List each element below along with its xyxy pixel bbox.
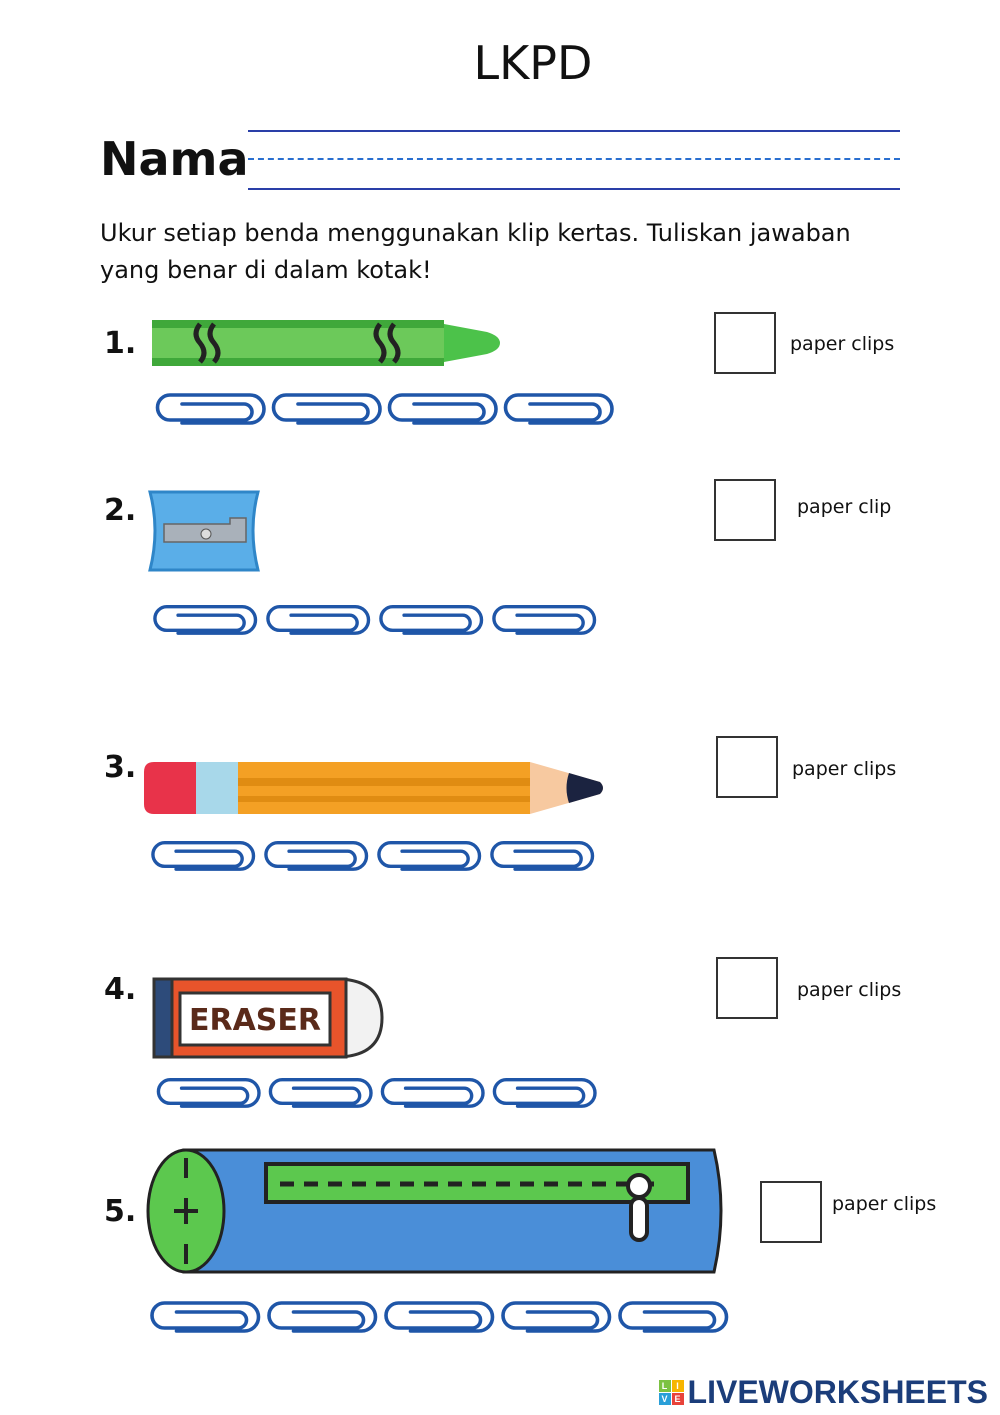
paper-clip-row	[155, 393, 614, 425]
sharpener-image	[148, 490, 260, 572]
name-line-bottom	[248, 188, 900, 190]
logo-text: LIVEWORKSHEETS	[687, 1374, 988, 1410]
name-input[interactable]	[248, 158, 900, 160]
name-label: Nama	[100, 132, 249, 186]
crayon-image	[152, 320, 500, 366]
item-number: 5.	[104, 1194, 137, 1229]
unit-label: paper clips	[832, 1193, 937, 1215]
item-number: 4.	[104, 972, 137, 1007]
eraser-label: ERASER	[189, 1003, 321, 1038]
instructions: Ukur setiap benda menggunakan klip kerta…	[100, 219, 851, 284]
item-number: 1.	[104, 326, 137, 361]
eraser-image: ERASER	[152, 977, 384, 1059]
pencil-image	[144, 762, 603, 814]
unit-label: paper clips	[790, 333, 895, 355]
name-line-top	[248, 130, 900, 132]
paper-clip-row	[153, 604, 597, 635]
item-number: 2.	[104, 493, 137, 528]
answer-box-2[interactable]	[714, 479, 776, 541]
answer-box-5[interactable]	[760, 1181, 822, 1243]
unit-label: paper clips	[797, 979, 902, 1001]
paper-clip-row	[150, 1301, 729, 1333]
page-title: LKPD	[473, 36, 593, 90]
item-number: 3.	[104, 750, 137, 785]
answer-box-1[interactable]	[714, 312, 776, 374]
unit-label: paper clip	[797, 496, 892, 518]
paper-clip-row	[151, 840, 595, 871]
answer-box-3[interactable]	[716, 736, 778, 798]
paper-clip-row	[156, 1077, 597, 1108]
unit-label: paper clips	[792, 758, 897, 780]
answer-box-4[interactable]	[716, 957, 778, 1019]
pencil-case-image	[146, 1148, 723, 1274]
